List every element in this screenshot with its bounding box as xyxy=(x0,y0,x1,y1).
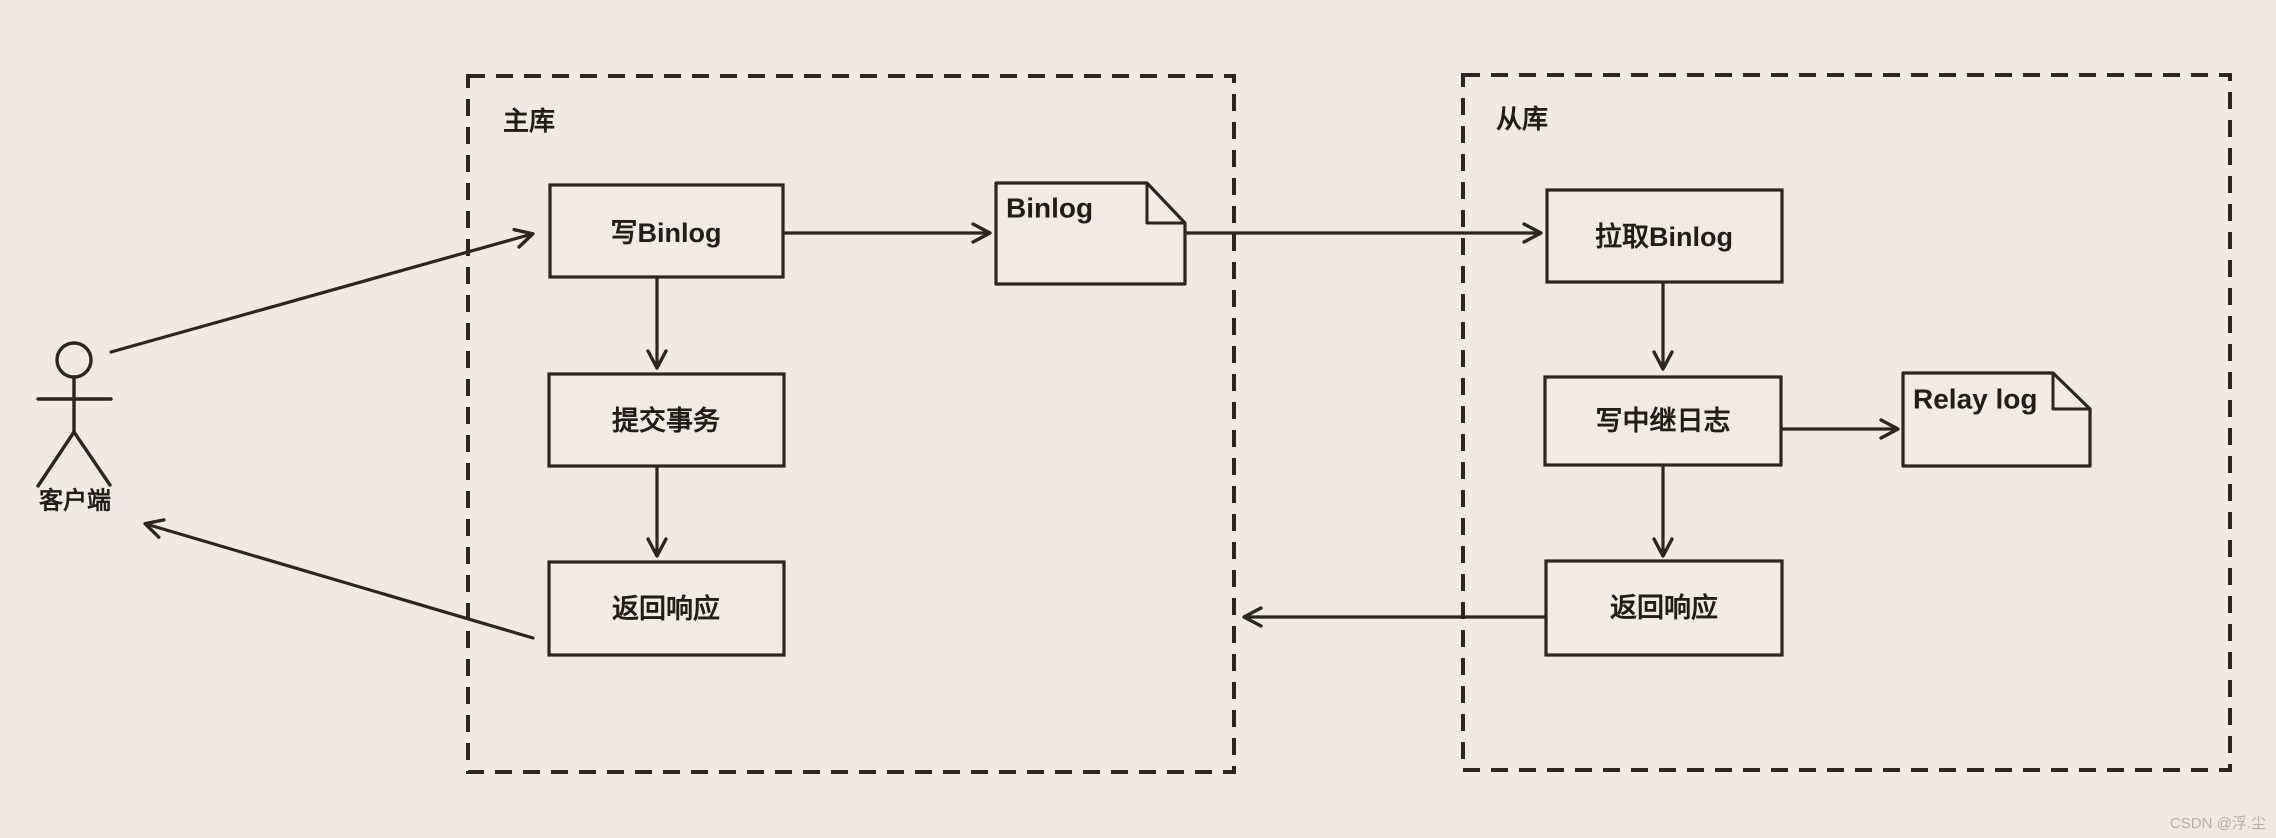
actor-right-leg xyxy=(72,430,112,487)
node-write-relay-log-label: 写中继日志 xyxy=(1596,405,1731,436)
slave-region-outline xyxy=(1461,73,2232,772)
actor-left-leg xyxy=(36,430,76,488)
node-slave-return-response: 返回响应 xyxy=(1544,559,1784,657)
client-actor-label: 客户端 xyxy=(39,487,111,515)
binlog-document-fold xyxy=(1145,183,1185,225)
node-commit-transaction: 提交事务 xyxy=(547,372,786,468)
node-write-relay-log: 写中继日志 xyxy=(1543,375,1783,467)
node-write-binlog-box xyxy=(548,183,785,279)
relay-log-document-fold xyxy=(2051,373,2090,411)
node-pull-binlog: 拉取Binlog xyxy=(1545,188,1784,284)
master-region-outline xyxy=(466,74,1236,774)
node-slave-return-response-box xyxy=(1544,559,1784,657)
arrow-master-response-to-client xyxy=(143,518,535,640)
binlog-document-outline xyxy=(994,181,1187,286)
node-write-binlog-label: 写Binlog xyxy=(611,218,722,248)
node-pull-binlog-label: 拉取Binlog xyxy=(1595,221,1733,252)
node-commit-transaction-box xyxy=(547,372,786,468)
binlog-document-label: Binlog xyxy=(1006,193,1093,224)
node-slave-return-response-label: 返回响应 xyxy=(1610,592,1718,623)
node-master-return-response: 返回响应 xyxy=(547,560,786,657)
relay-log-document-outline xyxy=(1901,371,2092,468)
node-commit-transaction-label: 提交事务 xyxy=(612,405,720,436)
slave-region-label: 从库 xyxy=(1496,104,1548,134)
master-region-label: 主库 xyxy=(503,106,555,136)
node-master-return-response-label: 返回响应 xyxy=(612,593,720,624)
relay-log-document-icon: Relay log xyxy=(1901,371,2092,468)
arrow-client-to-write-binlog xyxy=(109,227,535,354)
relay-log-document-label: Relay log xyxy=(1913,384,2037,415)
binlog-document-icon: Binlog xyxy=(994,181,1187,286)
client-actor-icon xyxy=(36,341,113,488)
watermark-text: CSDN @浮.尘 xyxy=(2170,815,2266,832)
node-write-binlog: 写Binlog xyxy=(548,183,785,279)
node-master-return-response-box xyxy=(547,560,786,657)
